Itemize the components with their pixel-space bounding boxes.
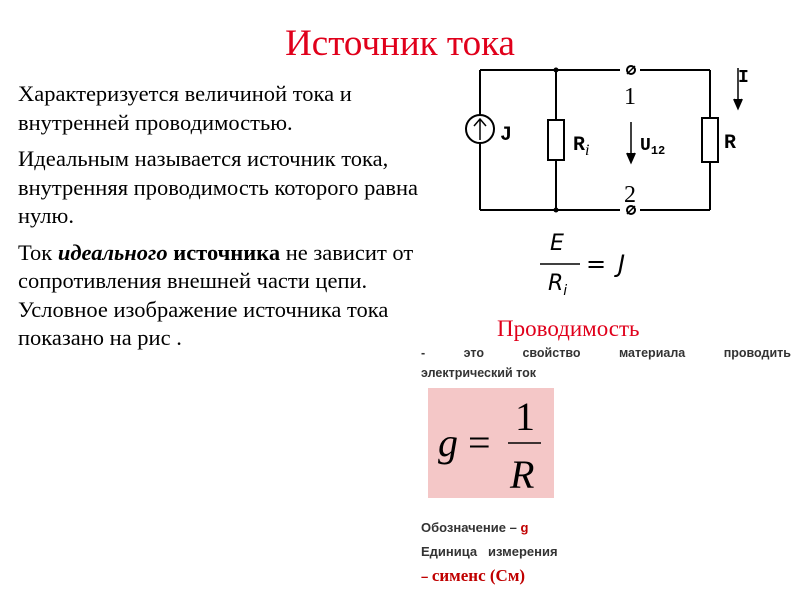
def-word: свойство [522,346,581,360]
conductance-title: Проводимость [497,316,640,341]
p3-end: не зависит от сопротивления внешней част… [18,239,414,351]
def-word: это [463,346,484,360]
node-2-label: 2 [624,182,636,208]
main-text: Характеризуется величиной тока и внутрен… [18,80,418,361]
def-line-2: электрический ток [421,366,536,380]
load-label: R [724,132,736,155]
node-1-label: 1 [624,84,636,110]
ri-label: Ri [573,134,589,159]
resistor-ri [547,119,565,161]
unit-dash: – [421,569,432,584]
unit-value: сименс (См) [431,566,526,585]
p3-emphasis-source: источника [173,239,281,265]
formula-denominator: Ri [548,271,567,296]
def-word: материала [618,346,686,360]
voltage-label: U12 [640,136,665,158]
def-word: проводить [723,346,791,360]
def-word: - [421,346,426,360]
current-source-symbol [465,114,495,144]
slide-title: Источник тока [285,23,515,64]
unit-value-line: – сименс (См) [421,564,558,589]
paragraph-2: Идеальным называется источник тока, внут… [18,146,418,228]
conductance-definition: - это свойство материала проводить элект… [421,343,791,383]
terminal-1 [626,65,636,75]
circuit-diagram: J Ri 1 2 U12 R I [465,65,749,215]
formula-e-ri-j: E Ri = J [540,231,625,296]
conductance-notation: Обозначение – g Единица измерения – симе… [421,516,558,589]
formula-rhs: J [614,250,625,278]
p3-start: Ток [18,239,58,265]
notation-value: g [520,520,529,535]
conductance-formula-box: g = 1 R [428,388,554,498]
p3-emphasis-ideal: идеального [57,239,168,265]
unit-line: Единица измерения [421,544,558,559]
formula-numerator: E [550,231,564,256]
notation-label: Обозначение – [421,520,521,535]
formula-equals: = [586,250,606,278]
source-label: J [500,124,512,147]
formula-g-equals: = [468,420,491,465]
formula-g: g [438,420,458,465]
paragraph-3: Ток идеального источника не зависит от с… [18,239,418,353]
terminal-2 [626,205,636,215]
paragraph-1: Характеризуется величиной тока и внутрен… [18,81,352,135]
notation-line: Обозначение – g [421,516,558,540]
formula-r: R [509,452,534,497]
current-label: I [738,68,749,88]
formula-one: 1 [515,394,535,439]
resistor-r [701,117,719,163]
current-source-arrow [473,117,487,140]
